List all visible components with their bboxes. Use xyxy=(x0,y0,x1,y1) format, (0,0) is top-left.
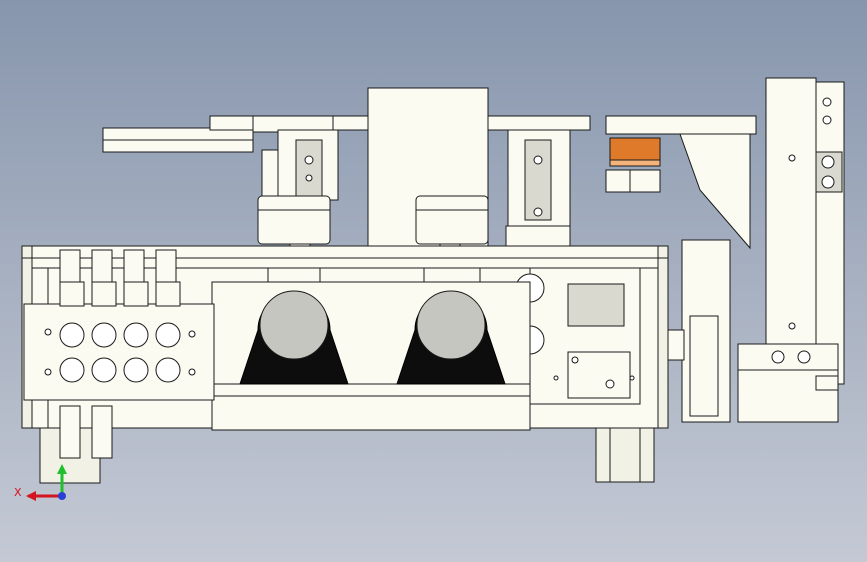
support-feet xyxy=(39,423,655,484)
pillow-block-bearings xyxy=(211,267,531,431)
right-panel xyxy=(515,267,641,405)
axis-triad: X xyxy=(14,464,67,501)
x-axis-label: X xyxy=(14,486,22,499)
side-housing xyxy=(667,239,731,423)
guide-cylinder-right xyxy=(415,129,571,261)
angled-bracket xyxy=(679,133,751,250)
guide-cylinder-left xyxy=(257,129,339,261)
right-column xyxy=(737,77,845,423)
copper-coupling xyxy=(605,115,757,193)
valve-manifold xyxy=(23,249,215,459)
